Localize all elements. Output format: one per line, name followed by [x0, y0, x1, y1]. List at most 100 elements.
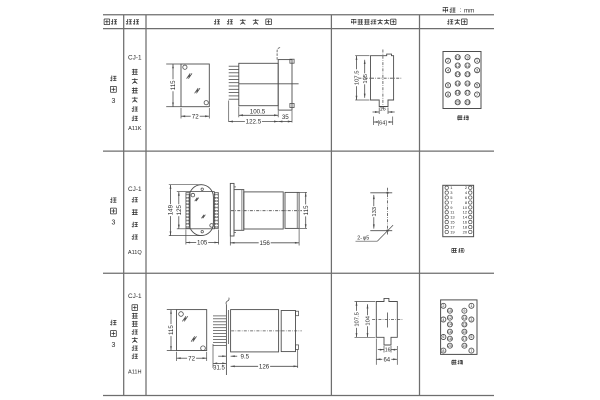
svg-text:115: 115: [170, 80, 177, 90]
svg-text:3: 3: [450, 190, 453, 195]
svg-text:18: 18: [463, 225, 468, 230]
svg-text:15: 15: [465, 82, 469, 86]
svg-text:5: 5: [450, 195, 453, 200]
svg-text:3: 3: [476, 69, 478, 73]
svg-text:[64]: [64]: [378, 120, 388, 126]
svg-text:A11K: A11K: [128, 126, 142, 132]
svg-text:): ): [467, 116, 469, 122]
svg-text:14: 14: [456, 73, 460, 77]
svg-text:4: 4: [465, 190, 468, 195]
svg-text:105: 105: [197, 240, 208, 247]
svg-text:A11H: A11H: [128, 370, 142, 376]
svg-text:(: (: [457, 116, 459, 122]
svg-text:156: 156: [260, 240, 271, 247]
svg-text:19: 19: [462, 344, 466, 348]
svg-text:115: 115: [168, 325, 175, 335]
svg-text:126: 126: [259, 363, 270, 370]
svg-text:5: 5: [366, 235, 369, 241]
svg-text:): ): [461, 360, 463, 366]
svg-text:20: 20: [463, 229, 468, 234]
svg-text:107.5: 107.5: [355, 71, 361, 86]
svg-text:13: 13: [462, 323, 466, 327]
svg-text:(: (: [451, 360, 453, 366]
svg-text:1: 1: [470, 304, 472, 308]
svg-text:100.5: 100.5: [250, 108, 266, 115]
svg-text:13: 13: [450, 215, 455, 220]
svg-text:12: 12: [463, 210, 468, 215]
svg-text:15: 15: [462, 330, 466, 334]
svg-text:122.5: 122.5: [246, 119, 262, 126]
svg-text:5: 5: [476, 84, 478, 88]
svg-text:2: 2: [447, 59, 449, 63]
svg-text:7: 7: [470, 349, 472, 353]
svg-text:8: 8: [447, 93, 449, 97]
svg-text:104: 104: [366, 315, 372, 325]
svg-text:3: 3: [111, 342, 115, 349]
svg-text:CJ-1: CJ-1: [128, 293, 142, 300]
svg-text:20: 20: [448, 344, 452, 348]
svg-text:72: 72: [192, 113, 199, 120]
svg-text:8: 8: [465, 200, 468, 205]
svg-text:72: 72: [188, 355, 195, 362]
svg-text::: :: [460, 7, 462, 14]
svg-text:16: 16: [448, 330, 452, 334]
svg-text:11: 11: [466, 64, 470, 68]
svg-text:7: 7: [450, 200, 453, 205]
svg-text:18: 18: [456, 91, 460, 95]
svg-text:31.5: 31.5: [213, 365, 225, 371]
svg-text:10: 10: [456, 56, 460, 60]
svg-text:A11Q: A11Q: [128, 250, 143, 256]
svg-text:16: 16: [379, 107, 385, 113]
svg-text:9: 9: [463, 309, 465, 313]
svg-text:16: 16: [463, 220, 468, 225]
svg-text:11: 11: [450, 210, 455, 215]
svg-text:20: 20: [456, 101, 460, 105]
svg-text:4: 4: [447, 69, 449, 73]
svg-text:17: 17: [450, 225, 455, 230]
svg-text:17: 17: [462, 337, 466, 341]
svg-text:3: 3: [470, 318, 472, 322]
svg-text:8: 8: [442, 349, 444, 353]
svg-text:16: 16: [456, 82, 460, 86]
svg-text:φ: φ: [363, 235, 367, 241]
svg-text:): ): [463, 248, 465, 254]
svg-text:10: 10: [463, 205, 468, 210]
svg-text:1: 1: [450, 185, 453, 190]
svg-text:11: 11: [462, 316, 466, 320]
svg-text:35: 35: [282, 114, 289, 121]
svg-text:14: 14: [448, 323, 452, 327]
svg-text:115: 115: [303, 205, 310, 215]
svg-text:15: 15: [450, 220, 455, 225]
svg-text:12: 12: [448, 316, 452, 320]
svg-text:18: 18: [448, 337, 452, 341]
svg-text:13: 13: [465, 73, 469, 77]
svg-text:2: 2: [465, 185, 468, 190]
svg-text:125: 125: [176, 204, 183, 215]
svg-text:17: 17: [465, 91, 469, 95]
svg-text:5: 5: [470, 335, 472, 339]
svg-text:149: 149: [168, 204, 175, 215]
svg-text:CJ-1: CJ-1: [128, 55, 142, 62]
svg-text:9.5: 9.5: [241, 353, 250, 360]
svg-text:14: 14: [463, 215, 468, 220]
svg-text:12: 12: [456, 64, 460, 68]
svg-text:6: 6: [447, 84, 449, 88]
svg-text:2: 2: [442, 304, 444, 308]
svg-text:6: 6: [465, 195, 468, 200]
svg-text:(: (: [451, 248, 453, 254]
svg-text:7: 7: [476, 93, 478, 97]
svg-text:6: 6: [442, 335, 444, 339]
svg-text:16: 16: [385, 348, 391, 354]
svg-text:3: 3: [111, 220, 115, 227]
svg-text:19: 19: [465, 101, 469, 105]
svg-text:9: 9: [466, 56, 468, 60]
svg-text:CJ-1: CJ-1: [128, 186, 142, 193]
svg-text:4: 4: [442, 318, 444, 322]
svg-text:107.5: 107.5: [355, 312, 361, 327]
svg-text:19: 19: [450, 229, 455, 234]
svg-text:10: 10: [448, 309, 452, 313]
svg-text:2-: 2-: [357, 235, 362, 241]
svg-text:133: 133: [372, 207, 378, 217]
svg-text:64: 64: [383, 357, 390, 363]
svg-text:3: 3: [111, 98, 115, 105]
